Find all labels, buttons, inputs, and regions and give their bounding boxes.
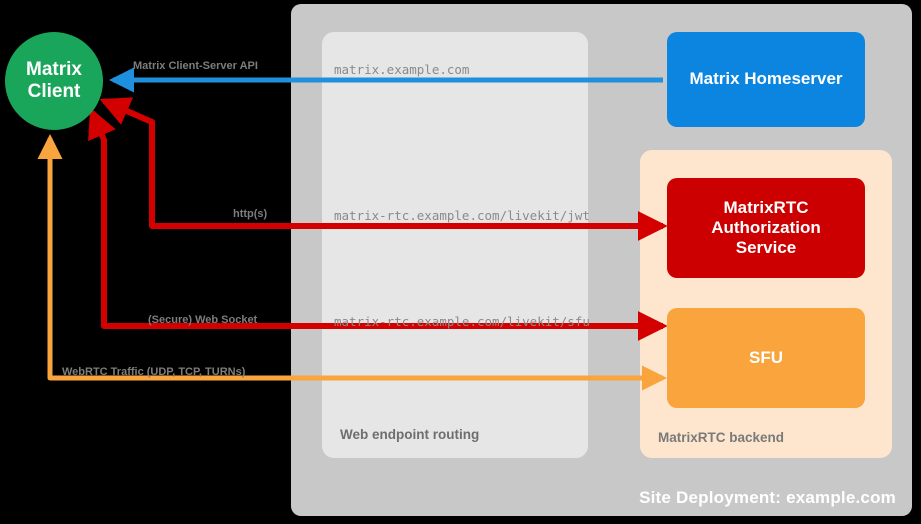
edge-label-livekit-sfu: (Secure) Web Socket bbox=[148, 314, 258, 326]
node-matrixrtc-authorization-service[interactable]: MatrixRTC Authorization Service bbox=[667, 178, 865, 278]
node-matrix-client-line2: Client bbox=[27, 81, 81, 102]
node-matrix-client-line1: Matrix bbox=[26, 58, 82, 80]
node-auth-line2: Authorization bbox=[711, 217, 821, 237]
node-sfu-label: SFU bbox=[749, 347, 783, 367]
web-endpoint-routing-container: Web endpoint routing bbox=[322, 32, 588, 458]
node-matrix-homeserver[interactable]: Matrix Homeserver bbox=[667, 32, 865, 127]
node-matrix-client[interactable]: Matrix Client bbox=[5, 32, 103, 130]
edge-label-webrtc: WebRTC Traffic (UDP, TCP, TURNs) bbox=[62, 366, 246, 378]
endpoint-label-livekit-sfu: matrix-rtc.example.com/livekit/sfu bbox=[334, 314, 590, 329]
endpoint-label-livekit-jwt: matrix-rtc.example.com/livekit/jwt bbox=[334, 208, 590, 223]
node-matrix-homeserver-label: Matrix Homeserver bbox=[689, 69, 843, 89]
endpoint-label-matrix: matrix.example.com bbox=[334, 62, 470, 77]
node-sfu[interactable]: SFU bbox=[667, 308, 865, 408]
matrixrtc-backend-label: MatrixRTC backend bbox=[658, 430, 785, 445]
edge-label-livekit-jwt: http(s) bbox=[233, 208, 268, 220]
node-auth-line1: MatrixRTC bbox=[723, 197, 809, 217]
web-endpoint-routing-label: Web endpoint routing bbox=[340, 427, 480, 442]
node-auth-line3: Service bbox=[735, 238, 797, 258]
edge-label-cs-api: Matrix Client-Server API bbox=[133, 60, 258, 72]
site-deployment-label: Site Deployment: example.com bbox=[639, 488, 896, 507]
